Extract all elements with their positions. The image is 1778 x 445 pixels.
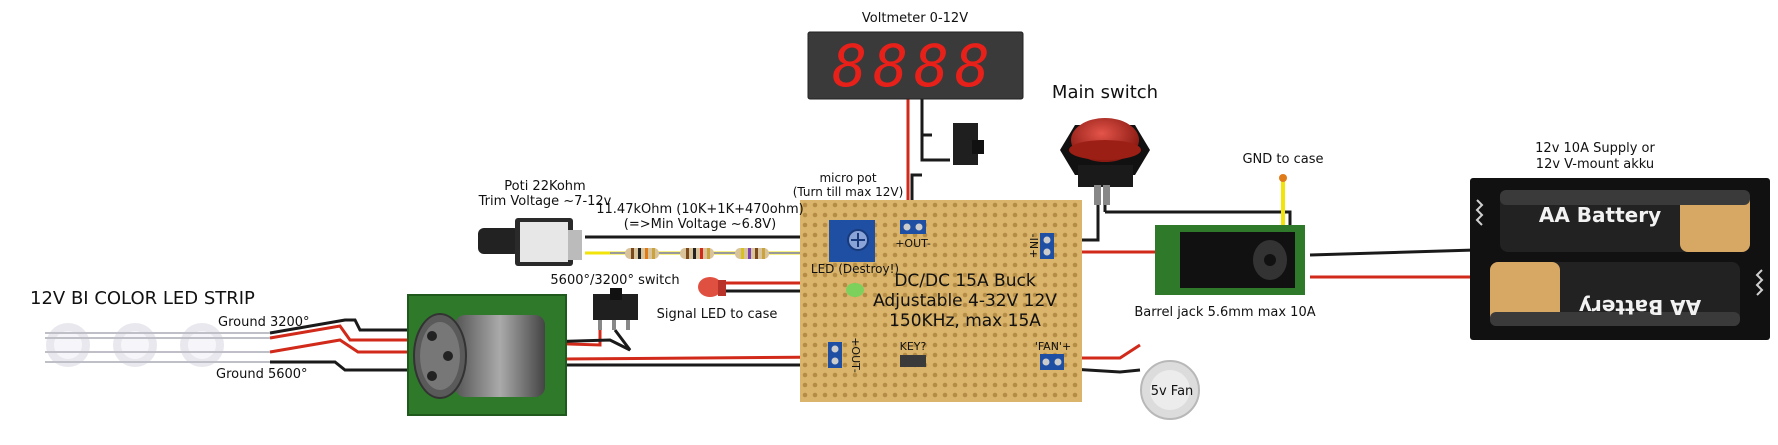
- wire-strip-1: [269, 318, 430, 335]
- fan: 5v Fan: [1140, 360, 1200, 420]
- terminal-fan: 'FAN'+: [1035, 340, 1071, 370]
- resistor-label: 11.47kOhm (10K+1K+470ohm): [596, 202, 803, 217]
- barrel-jack: Barrel jack 5.6mm max 10A: [1134, 225, 1316, 320]
- terminal-key: KEY?: [900, 340, 927, 367]
- battery-bottom-cell: AA Battery: [1490, 262, 1740, 326]
- voltmeter-digits: 8888: [832, 32, 996, 100]
- poti: Poti 22Kohm Trim Voltage ~7-12v: [478, 179, 612, 266]
- supply-label-line1: 12v 10A Supply or: [1535, 141, 1655, 156]
- ground-3200-label: Ground 3200°: [218, 315, 310, 330]
- resistor-note: (=>Min Voltage ~6.8V): [624, 217, 776, 232]
- color-switch-label: 5600°/3200° switch: [550, 273, 679, 288]
- buck-title-line3: 150KHz, max 15A: [889, 311, 1041, 331]
- pin-key: KEY?: [900, 340, 927, 353]
- buck-title-line2: Adjustable 4-32V 12V: [873, 291, 1057, 311]
- buck-board: DC/DC 15A Buck Adjustable 4-32V 12V 150K…: [800, 200, 1082, 402]
- terminal-out-top: +OUT-: [895, 220, 931, 250]
- led-strip: 12V BI COLOR LED STRIP Ground 3200° Grou…: [30, 288, 310, 382]
- led-destroy-label: LED (Destroy!): [811, 262, 899, 276]
- voltmeter-label: Voltmeter 0-12V: [862, 11, 968, 26]
- resistor-chain: 11.47kOhm (10K+1K+470ohm) (=>Min Voltage…: [596, 202, 804, 259]
- main-switch: Main switch: [1052, 82, 1158, 205]
- battery-bottom-label: AA Battery: [1579, 295, 1701, 319]
- battery-top-label: AA Battery: [1539, 203, 1661, 227]
- poti-note: Trim Voltage ~7-12v: [478, 194, 612, 209]
- pin-out-top: +OUT-: [895, 237, 931, 250]
- terminal-in: -IN+: [1027, 233, 1054, 259]
- gnd-case: GND to case: [1242, 152, 1324, 182]
- poti-label: Poti 22Kohm: [504, 179, 585, 194]
- led-strip-title: 12V BI COLOR LED STRIP: [30, 288, 255, 309]
- wire-battery-black: [1309, 248, 1476, 257]
- supply-label-line2: 12v V-mount akku: [1536, 157, 1654, 172]
- ground-5600-label: Ground 5600°: [216, 367, 308, 382]
- battery-top-cell: AA Battery: [1500, 190, 1750, 252]
- terminal-out-left: +OUT-: [828, 337, 862, 373]
- voltmeter: Voltmeter 0-12V 8888: [807, 11, 1024, 100]
- gnd-case-label: GND to case: [1242, 152, 1323, 167]
- wire-strip-3: [269, 338, 430, 354]
- battery-pack: 12v 10A Supply or 12v V-mount akku AA Ba…: [1470, 141, 1770, 340]
- capacitor-board: [407, 294, 567, 416]
- micro-pot-label: micro pot: [819, 171, 876, 185]
- voltmeter-switch: [953, 123, 984, 165]
- signal-led: Signal LED to case: [657, 277, 778, 322]
- signal-led-label: Signal LED to case: [657, 307, 778, 322]
- pin-out-left: +OUT-: [849, 337, 862, 373]
- led-strip-segments: [45, 323, 270, 367]
- color-switch: 5600°/3200° switch: [550, 273, 680, 330]
- micro-pot-note: (Turn till max 12V): [793, 185, 904, 199]
- pin-fan: 'FAN'+: [1035, 340, 1071, 353]
- wire-display-black: [920, 95, 932, 137]
- micro-pot: [829, 220, 875, 262]
- wire-strip-2: [269, 324, 430, 342]
- barrel-jack-label: Barrel jack 5.6mm max 10A: [1134, 305, 1315, 320]
- main-switch-label: Main switch: [1052, 82, 1158, 103]
- fan-label: 5v Fan: [1151, 384, 1194, 399]
- green-led-icon: [846, 283, 864, 297]
- buck-title-line1: DC/DC 15A Buck: [894, 271, 1036, 291]
- pin-in: -IN+: [1027, 234, 1040, 259]
- wire-strip-4: [270, 360, 430, 372]
